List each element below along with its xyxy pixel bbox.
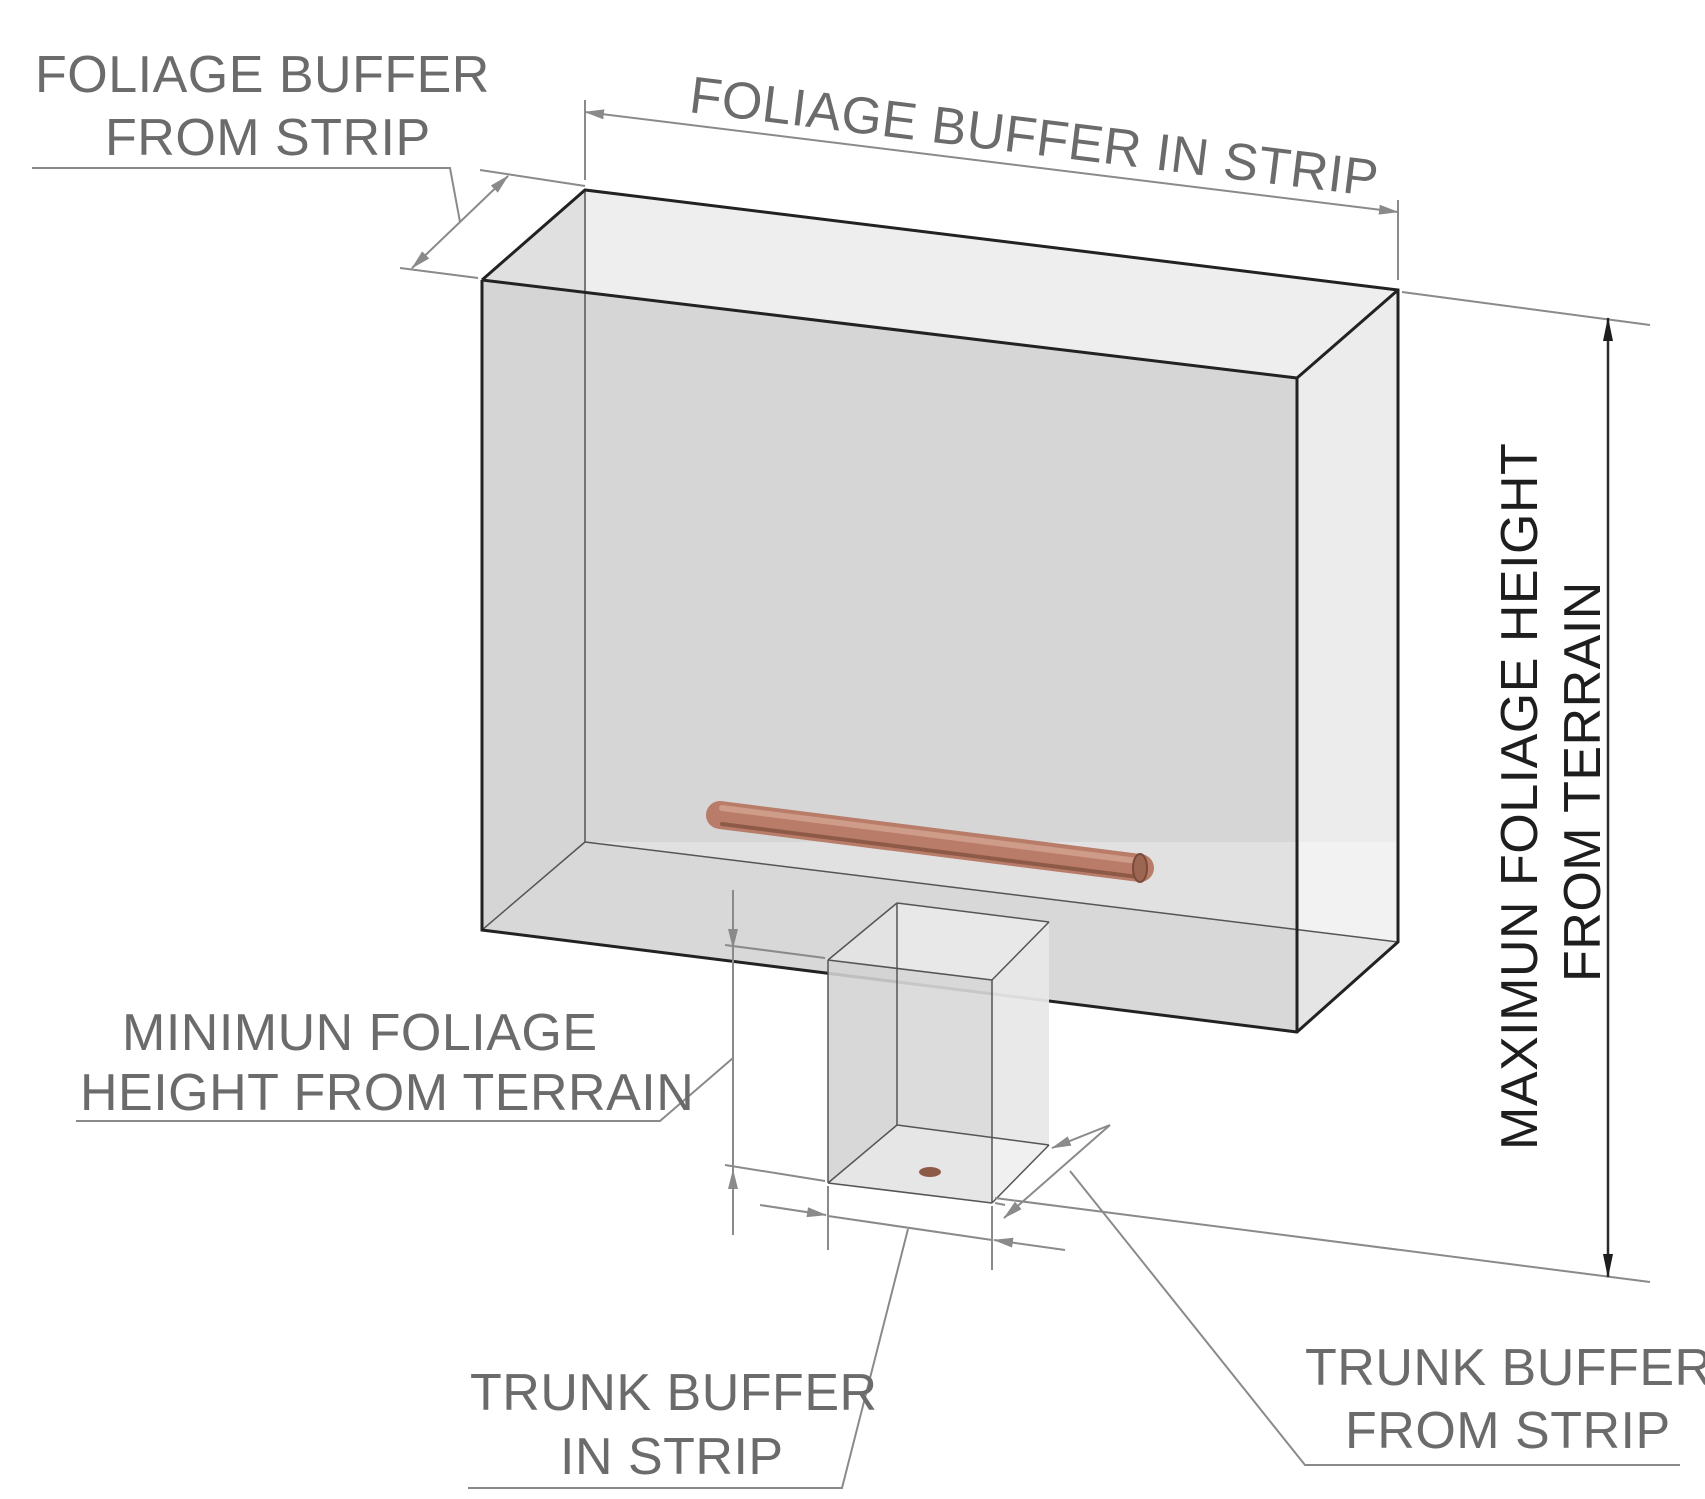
trunk-box-edge xyxy=(991,921,1050,981)
leader-line xyxy=(1069,1170,1680,1466)
label-min-foliage-height: HEIGHT FROM TERRAIN xyxy=(80,1064,694,1122)
dimension-line xyxy=(827,1215,993,1241)
trunk-box-edge xyxy=(827,959,993,981)
extension-line xyxy=(399,267,479,279)
trunk-buffer-box xyxy=(827,902,1050,1204)
tree-branch-end xyxy=(1132,853,1148,883)
label-min-foliage-height: MINIMUN FOLIAGE xyxy=(122,1004,598,1062)
foliage-buffer-box xyxy=(480,188,1400,1034)
foliage-box-top-face xyxy=(482,190,1398,378)
label-trunk-buffer-in-strip: TRUNK BUFFER xyxy=(470,1364,878,1422)
label-trunk-buffer-from-strip: TRUNK BUFFER xyxy=(1305,1339,1705,1397)
extension-line xyxy=(724,1164,826,1182)
trunk-box-edge xyxy=(827,1182,993,1204)
tree-branch-shadow xyxy=(720,822,1140,879)
foliage-box-right-face xyxy=(1297,290,1398,1032)
foliage-box-hidden-edge xyxy=(481,841,586,931)
dimension-line xyxy=(584,109,1399,215)
foliage-box-front-top-edge xyxy=(481,278,1298,380)
trunk-box-edge xyxy=(991,1144,1050,1204)
tree-branch-highlight xyxy=(719,805,1141,864)
dimension-line xyxy=(993,1237,1066,1251)
dimension-foliage-buffer-in-strip xyxy=(584,100,1399,280)
extension-line xyxy=(994,1202,1006,1206)
label-max-foliage-height: MAXIMUN FOLIAGE HEIGHT xyxy=(1491,443,1549,1150)
leader-line xyxy=(76,1057,734,1122)
leader-line xyxy=(468,1228,909,1489)
leader-line xyxy=(32,167,461,223)
dimension-foliage-buffer-from-strip xyxy=(32,167,586,279)
foliage-box-hidden-edge xyxy=(584,841,1399,943)
label-foliage-buffer-from-strip: FROM STRIP xyxy=(105,109,431,167)
extension-line xyxy=(479,169,586,187)
foliage-box-front-face xyxy=(482,280,1297,1032)
trunk-box-edge xyxy=(827,902,898,961)
dimension-line xyxy=(1051,1124,1111,1149)
label-trunk-buffer-in-strip: IN STRIP xyxy=(560,1428,784,1486)
dimension-max-foliage-height xyxy=(994,291,1651,1283)
dimension-min-foliage-height xyxy=(76,890,826,1235)
trunk-box-right-face xyxy=(992,922,1049,1203)
label-max-foliage-height: FROM TERRAIN xyxy=(1554,581,1612,982)
dimension-line xyxy=(1003,1124,1111,1219)
tree xyxy=(706,801,1154,1183)
dimension-line xyxy=(759,1204,827,1218)
trunk-box-edge xyxy=(827,1124,898,1184)
extension-line xyxy=(724,944,826,959)
extension-line xyxy=(1401,291,1651,326)
dimension-trunk-buffer-in-strip xyxy=(468,1186,1066,1489)
foliage-box-top-right-edge xyxy=(1296,288,1399,380)
tree-trunk-base xyxy=(919,1167,941,1177)
label-foliage-buffer-from-strip: FOLIAGE BUFFER xyxy=(35,46,490,104)
trunk-box-front-face xyxy=(828,960,992,1203)
label-trunk-buffer-from-strip: FROM STRIP xyxy=(1345,1402,1671,1460)
tree-branch xyxy=(706,801,1154,882)
extension-line xyxy=(994,1197,1651,1283)
dimension-trunk-buffer-from-strip xyxy=(994,1124,1680,1466)
